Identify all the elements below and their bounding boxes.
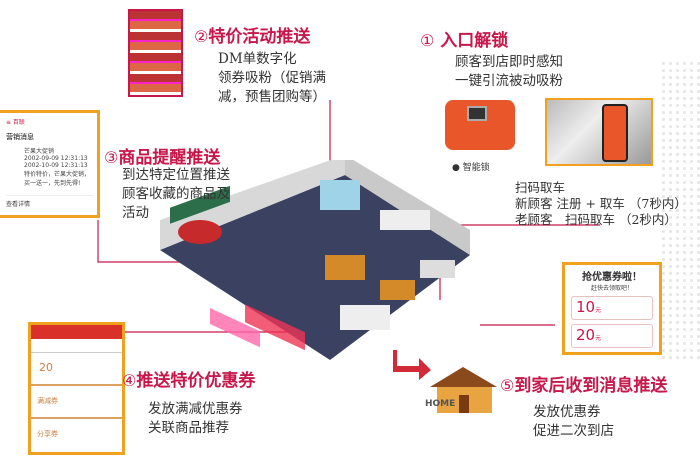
decorative-dots: [660, 60, 700, 360]
step1-title: ① 入口解锁: [420, 31, 509, 51]
view-details-link[interactable]: 查看详情: [6, 195, 93, 208]
notification-card: ≡ 百联 营销消息 芒果大促销 2002-09-09 12:31:13 2002…: [0, 110, 100, 218]
notification-row: 芒果大促销: [24, 148, 55, 155]
notification-row: 2002-09-09 12:31:13: [24, 155, 88, 162]
scan-cart-description: 扫码取车 新顾客 注册 + 取车 （7秒内） 老顾客 扫码取车 （2秒内）: [515, 180, 687, 227]
coupon-phone-screen: 20 满减券 分享券: [28, 322, 125, 455]
produce-stand: [380, 280, 415, 300]
smart-lock-label: ● 智能锁: [452, 163, 490, 173]
step4-description: 发放满减优惠券 关联商品推荐: [148, 401, 243, 436]
coupon-card-title: 抢优惠券啦！: [582, 272, 642, 283]
step3-description: 到达特定位置推送 顾客收藏的商品及 活动: [122, 167, 230, 221]
coupon-card: 抢优惠券啦！ 赶快去领取吧！ 10元 20元: [562, 262, 662, 355]
coupon-card-subtitle: 赶快去领取吧！: [590, 285, 633, 292]
step5-title: ⑤到家后收到消息推送: [500, 376, 668, 396]
phone-unlock-photo: [545, 98, 653, 166]
produce-stand: [325, 255, 365, 280]
shelf: [245, 304, 305, 351]
dm-flyer-image: [128, 9, 183, 97]
coupon-20[interactable]: 20元: [571, 324, 653, 348]
arrow-icon: [393, 350, 431, 380]
store-map-illustration: [160, 160, 470, 360]
shelf: [210, 307, 260, 348]
step4-title: ④推送特价优惠券: [122, 371, 256, 391]
fridge: [320, 180, 360, 210]
coupon-item[interactable]: 满减券: [31, 386, 122, 419]
coupon-item[interactable]: 分享券: [37, 430, 58, 438]
notification-header: 营销消息: [6, 133, 34, 141]
coupon-item[interactable]: 20: [31, 353, 122, 386]
counter: [380, 210, 430, 230]
notification-row: 特价特价，芒果大促销，买一送一，先到先得!: [24, 171, 91, 187]
step5-description: 发放优惠券 促进二次到店: [533, 404, 614, 439]
store-logo: [178, 220, 222, 244]
store-sign: [170, 185, 230, 224]
step2-description: DM单数字化 领券吸粉（促销满 减，预售团购等）: [218, 51, 326, 105]
notification-row: 2002-10-09 12:31:13: [24, 162, 88, 169]
cart-station: [420, 260, 455, 278]
coupon-10[interactable]: 10元: [571, 296, 653, 320]
step2-title: ②特价活动推送: [194, 27, 311, 47]
step3-title: ③商品提醒推送: [104, 148, 221, 168]
home-label: HOME: [425, 399, 456, 409]
store-back-wall-right: [345, 160, 470, 255]
step1-description: 顾客到店即时感知 一键引流被动吸粉: [455, 54, 563, 89]
home-illustration: HOME: [425, 365, 500, 415]
checkout: [340, 305, 390, 330]
smart-lock-image: [445, 100, 515, 150]
